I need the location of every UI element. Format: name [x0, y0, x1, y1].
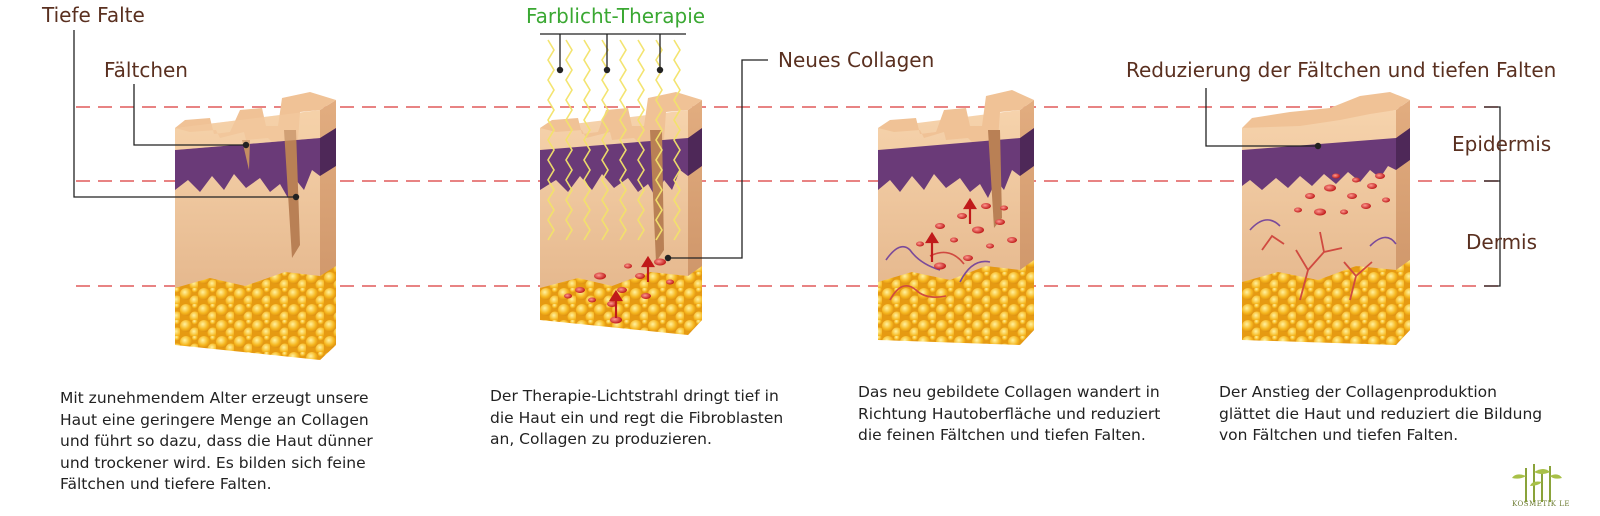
caption-line: Der Therapie-Lichtstrahl dringt tief in: [490, 387, 779, 405]
collagen-cells: [916, 203, 1017, 270]
caption-line: Mit zunehmendem Alter erzeugt unsere: [60, 389, 369, 407]
label-reduction: Reduzierung der Fältchen und tiefen Falt…: [1126, 58, 1557, 82]
caption-line: und trockener wird. Es bilden sich feine: [60, 453, 366, 472]
skin-block-aging: [175, 92, 336, 360]
guide-lines: [76, 106, 1500, 287]
caption-therapy: Der Therapie-Lichtstrahl dringt tief in …: [490, 386, 783, 451]
vessels: [885, 245, 991, 283]
callout-dots: [242, 66, 1322, 262]
caption-line: an, Collagen zu produzieren.: [490, 430, 712, 448]
light-beams: [547, 39, 681, 241]
callout-lines: [73, 30, 1501, 287]
collagen-cells: [1294, 173, 1390, 216]
caption-line: Das neu gebildete Collagen wandert in: [858, 383, 1160, 401]
caption-line: Haut eine geringere Menge an Collagen: [60, 410, 369, 429]
caption-line: und führt so dazu, dass die Haut dünner: [60, 432, 373, 450]
label-color-light-therapy: Farblicht-Therapie: [526, 4, 706, 28]
caption-line: die feinen Fältchen und tiefen Falten.: [858, 426, 1146, 444]
caption-line: Richtung Hautoberfläche und reduziert: [858, 404, 1161, 423]
caption-collagen: Das neu gebildete Collagen wandert in Ri…: [858, 382, 1160, 447]
collagen-cells: [564, 258, 674, 324]
vessels: [1261, 231, 1373, 301]
logo-text: KOSMETIK LE: [1512, 500, 1570, 508]
caption-line: die Haut ein und regt die Fibroblasten: [490, 408, 784, 427]
caption-line: Fältchen und tiefere Falten.: [60, 475, 272, 493]
caption-line: von Fältchen und tiefen Falten.: [1219, 426, 1459, 444]
skin-block-collagen: [878, 90, 1034, 345]
label-new-collagen: Neues Collagen: [778, 48, 935, 72]
skin-block-therapy: [540, 39, 702, 335]
label-epidermis: Epidermis: [1452, 132, 1552, 156]
caption-result: Der Anstieg der Collagenproduktion glätt…: [1219, 382, 1542, 447]
caption-line: glättet die Haut und reduziert die Bildu…: [1219, 404, 1543, 423]
bamboo-logo-icon: [1510, 462, 1598, 510]
label-fine-lines: Fältchen: [104, 58, 188, 82]
skin-block-result: [1242, 92, 1410, 345]
label-dermis: Dermis: [1466, 230, 1538, 254]
caption-aging: Mit zunehmendem Alter erzeugt unsere Hau…: [60, 388, 373, 496]
label-deep-wrinkle: Tiefe Falte: [42, 3, 145, 27]
caption-line: Der Anstieg der Collagenproduktion: [1219, 383, 1497, 401]
